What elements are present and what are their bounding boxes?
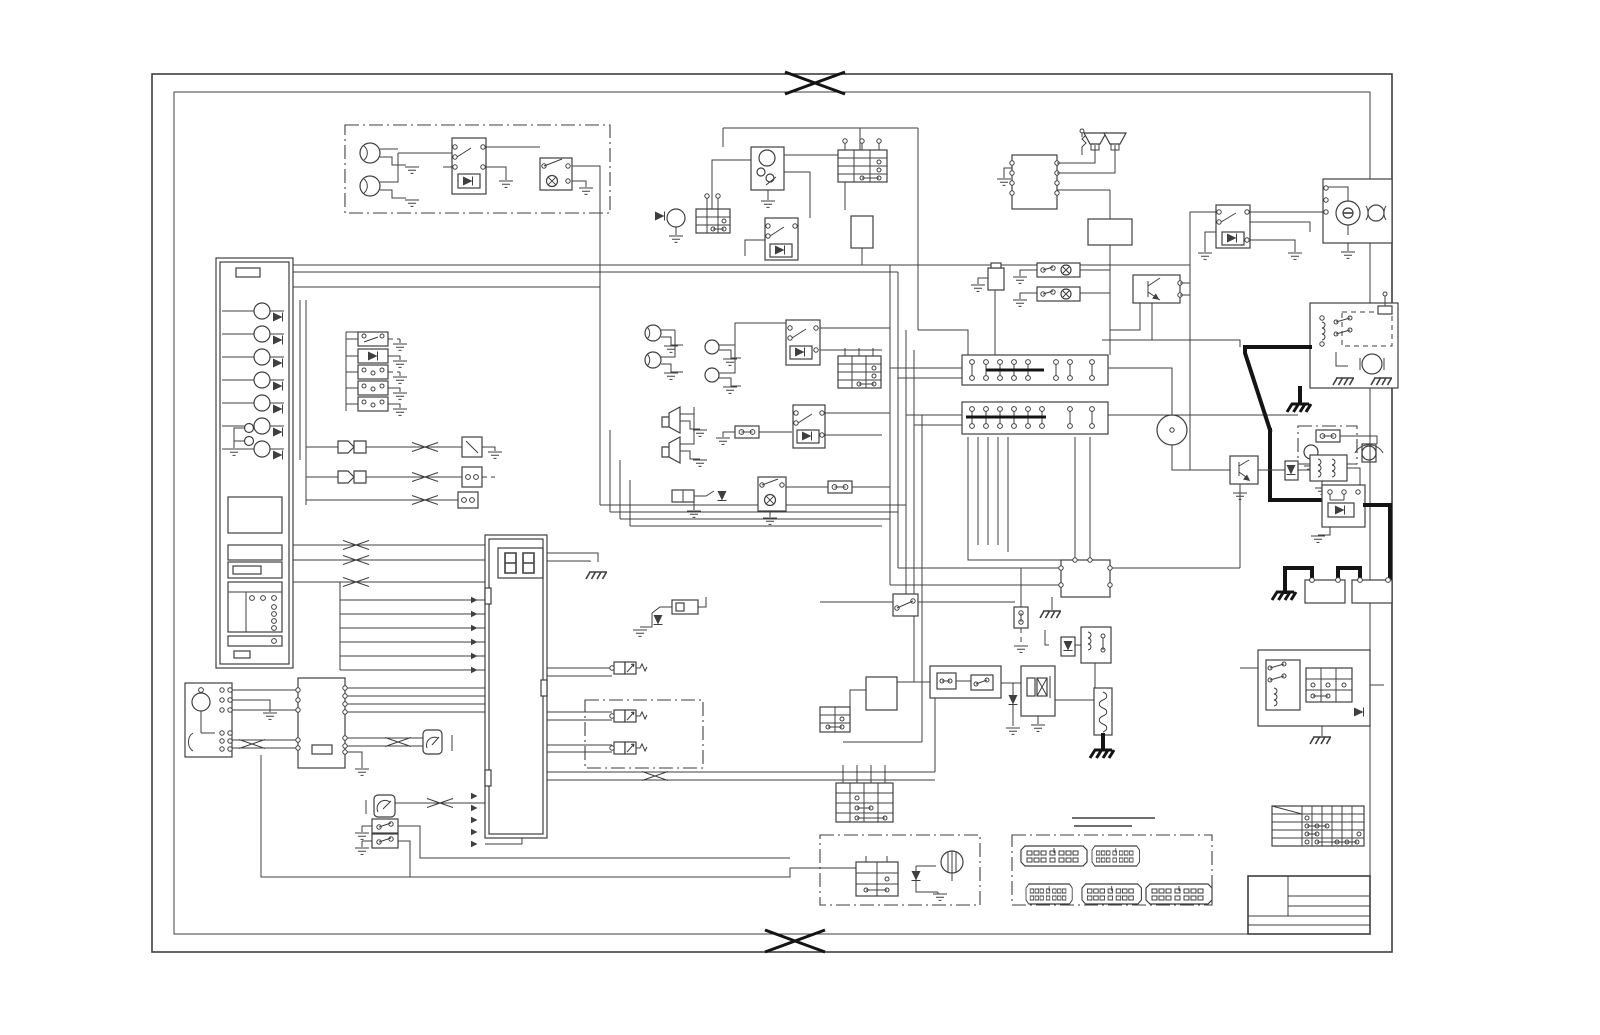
pinout-table	[1271, 805, 1365, 847]
ignition-switch-unit	[750, 146, 785, 208]
headlamp-icon	[359, 153, 420, 207]
relay-a	[764, 217, 799, 261]
horn-pair	[661, 406, 792, 467]
alarm-dashdot-box	[790, 834, 981, 906]
relay-cluster-bottom	[819, 593, 1116, 823]
battery-group	[1270, 566, 1393, 604]
multi-pin-connector	[1145, 883, 1213, 905]
terminal-grid	[855, 856, 899, 897]
terminal-grid-small	[819, 706, 851, 733]
fuse-vertical	[1013, 606, 1029, 629]
sender-unit	[422, 729, 453, 755]
seven-segment-display	[497, 547, 544, 579]
title-block	[1247, 875, 1371, 935]
starter-relay	[1310, 484, 1392, 580]
solenoid-valve	[609, 709, 648, 723]
fuse-block-a	[837, 138, 888, 183]
indicator-lamps	[222, 302, 284, 460]
instrument-cluster-panel	[215, 257, 307, 669]
sender-unit	[365, 794, 396, 818]
relay-b	[785, 319, 890, 366]
switch-lamp-unit	[1036, 262, 1081, 278]
cut-mark-bottom	[764, 928, 826, 954]
multi-pin-connector	[1081, 883, 1143, 905]
harness-connector-array	[1011, 817, 1213, 906]
switch-unit	[892, 593, 919, 617]
light-switch	[539, 157, 573, 191]
multi-pin-connector	[1091, 845, 1141, 867]
headlight-pilot-box	[344, 124, 611, 214]
fuse-block-b	[837, 348, 882, 389]
buzzer-unit	[1020, 665, 1056, 732]
warning-unit-row	[345, 331, 408, 416]
terminal-grid	[835, 782, 894, 823]
regulator-unit	[295, 677, 348, 769]
backup-switch-group	[671, 476, 890, 525]
cluster-buzzer	[226, 422, 255, 456]
preheat-transistor-chain	[1229, 454, 1361, 500]
pressure-sender	[970, 262, 1005, 292]
key-switch-assembly	[1322, 178, 1393, 259]
marker-lamps	[644, 322, 786, 394]
headlamp-icon	[359, 142, 420, 174]
relay-key	[1215, 204, 1251, 249]
dimmer-relay	[451, 137, 487, 195]
fuel-cut-solenoid	[632, 597, 707, 637]
multi-pin-connector	[1020, 845, 1088, 867]
wiper-motor-unit	[654, 193, 731, 243]
horn-round	[940, 850, 964, 874]
audio-group	[970, 128, 1190, 304]
pin-strip-connectors	[961, 354, 1109, 435]
gauge-blocks	[227, 496, 283, 659]
cut-mark-top	[784, 70, 846, 96]
fuse-switch-pair	[371, 818, 399, 849]
safety-relay-assembly	[1240, 649, 1384, 745]
starter-assembly	[1243, 291, 1399, 502]
switch-lamp-unit	[1036, 286, 1081, 302]
flasher-unit	[1156, 411, 1188, 449]
solenoid-valve	[609, 661, 648, 675]
top-middle-cluster	[644, 138, 890, 525]
fuse-switch-box	[929, 665, 1002, 699]
generator-unit	[184, 682, 233, 758]
multi-pin-connector	[1025, 883, 1073, 905]
relay-c	[792, 404, 890, 449]
battery-relay	[1058, 557, 1113, 598]
solenoid-valve	[609, 741, 648, 755]
bullet-connectors	[337, 436, 503, 509]
glow-plug-heater	[1088, 687, 1116, 760]
transistor-unit	[1132, 274, 1190, 304]
controller-unit	[484, 534, 707, 839]
relay-coil-unit	[1060, 626, 1112, 664]
